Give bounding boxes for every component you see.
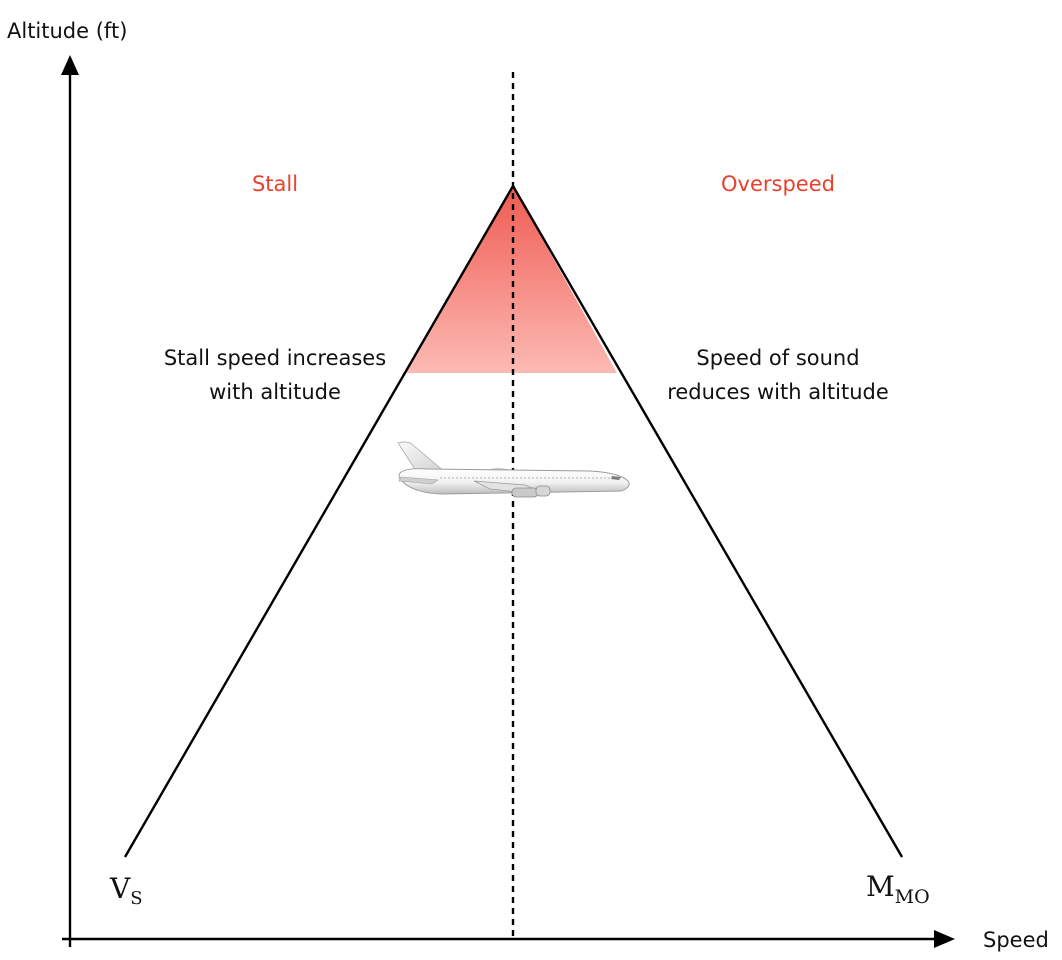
coffin-corner-zone: [405, 186, 617, 373]
overspeed-boundary-line: [511, 185, 904, 858]
max-mach-symbol-sub: MO: [895, 886, 930, 908]
stall-region-label: Stall: [252, 172, 298, 196]
stall-boundary-line: [123, 185, 515, 858]
max-mach-symbol: MMO: [866, 870, 930, 908]
x-axis-label: Speed: [983, 928, 1049, 952]
y-axis-label: Altitude (ft): [7, 19, 127, 43]
x-axis-arrow-icon: [934, 930, 955, 948]
stall-note-line2: with altitude: [209, 380, 341, 404]
sound-note-line2: reduces with altitude: [667, 380, 889, 404]
overspeed-region-label: Overspeed: [721, 172, 835, 196]
stall-speed-symbol-main: V: [109, 872, 131, 905]
stall-note-line1: Stall speed increases: [164, 346, 386, 370]
airliner-icon: [397, 441, 630, 498]
y-axis-arrow-icon: [61, 55, 79, 75]
sound-note-line1: Speed of sound: [696, 346, 859, 370]
stall-speed-symbol-sub: S: [130, 888, 142, 909]
stall-speed-symbol: VS: [109, 872, 143, 909]
max-mach-symbol-main: M: [866, 870, 895, 903]
